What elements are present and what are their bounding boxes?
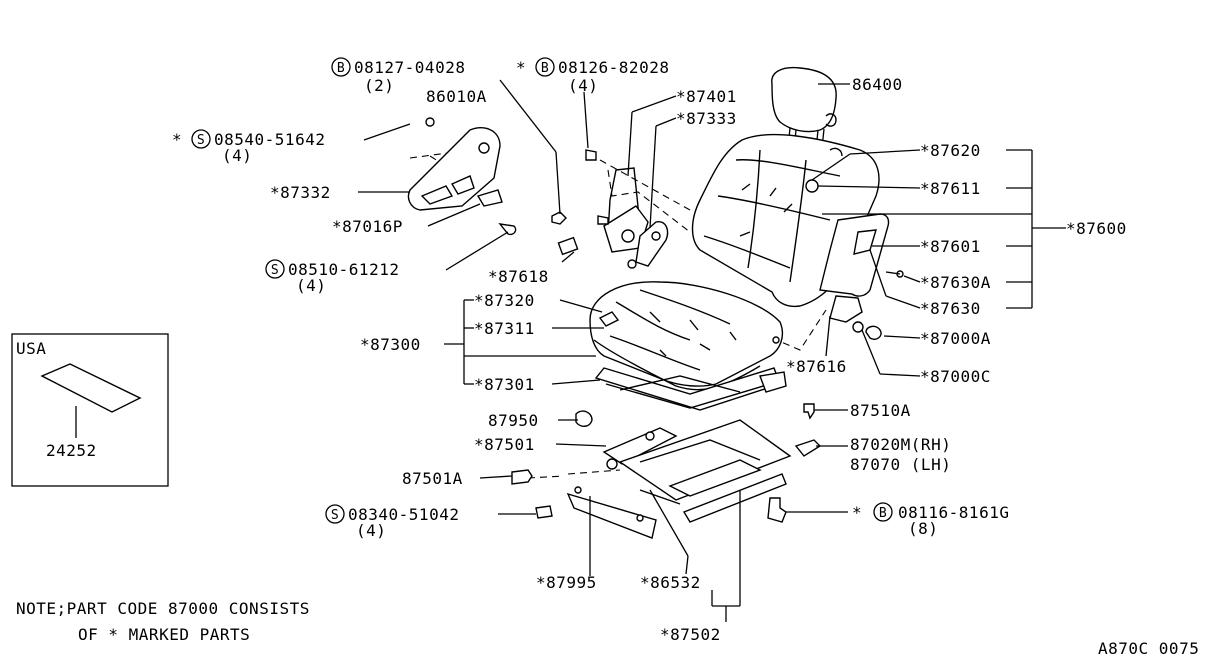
callout-08340-51042: S 08340-51042 (4) [325,504,459,540]
quantity: (8) [908,519,938,538]
part-number: 08126-82028 [558,58,669,77]
part-label-87611: *87611 [920,179,981,198]
quantity: (4) [356,521,386,540]
usa-label: USA [16,339,46,358]
callout-08126-82028: * B 08126-82028 (4) [516,57,669,95]
part-label-87616: *87616 [786,357,847,376]
bolt-b-symbol: B [337,61,345,76]
callout-08540-51642: * S 08540-51642 (4) [172,129,325,165]
part-label-87333: *87333 [676,109,737,128]
quantity: (4) [296,276,326,295]
part-label-87000A: *87000A [920,329,991,348]
bolt-b-symbol: B [879,506,887,521]
part-label-87501: *87501 [474,435,535,454]
callout-08127-04028: B 08127-04028 (2) [331,57,465,95]
bolt-b-symbol: B [541,61,549,76]
note-line-2: OF * MARKED PARTS [78,625,250,644]
part-number: 08116-8161G [898,503,1009,522]
part-number: 08127-04028 [354,58,465,77]
quantity: (2) [364,76,394,95]
part-label-87618: *87618 [488,267,549,286]
callout-08116-8161G: * B 08116-8161G (8) [852,502,1009,538]
part-label-87301: *87301 [474,375,535,394]
part-number: 08340-51042 [348,505,459,524]
quantity: (4) [568,76,598,95]
part-label-86532: *86532 [640,573,701,592]
part-label-87501A: 87501A [402,469,463,488]
part-number: 08540-51642 [214,130,325,149]
part-label-24252: 24252 [46,441,97,460]
screw-s-symbol: S [197,133,205,148]
screw-s-symbol: S [271,263,279,278]
note-line-1: NOTE;PART CODE 87000 CONSISTS [16,599,310,618]
part-label-87630A: *87630A [920,273,991,292]
diagram-code: A870C 0075 [1098,639,1199,658]
star-marker: * [852,503,862,522]
part-label-87020M: 87020M(RH) [850,435,951,454]
part-label-87070: 87070 (LH) [850,455,951,474]
part-label-87950: 87950 [488,411,539,430]
part-label-87000C: *87000C [920,367,991,386]
part-label-87630: *87630 [920,299,981,318]
part-label-87995: *87995 [536,573,597,592]
part-label-87620: *87620 [920,141,981,160]
part-label-87311: *87311 [474,319,535,338]
screw-s-symbol: S [331,508,339,523]
part-label-87401: *87401 [676,87,737,106]
part-label-87601: *87601 [920,237,981,256]
part-number: 08510-61212 [288,260,399,279]
star-marker: * [516,58,526,77]
part-label-87600: *87600 [1066,219,1127,238]
part-label-86010A: 86010A [426,87,487,106]
part-label-87510A: 87510A [850,401,911,420]
leader-lines [358,79,1066,622]
star-marker: * [172,130,182,149]
part-label-87502: *87502 [660,625,721,644]
part-label-87332: *87332 [270,183,331,202]
quantity: (4) [222,146,252,165]
part-label-86400: 86400 [852,75,903,94]
callout-08510-61212: S 08510-61212 (4) [265,259,399,295]
part-label-87016P: *87016P [332,217,403,236]
part-label-87300: *87300 [360,335,421,354]
usa-inset-box [11,333,169,487]
part-label-87320: *87320 [474,291,535,310]
